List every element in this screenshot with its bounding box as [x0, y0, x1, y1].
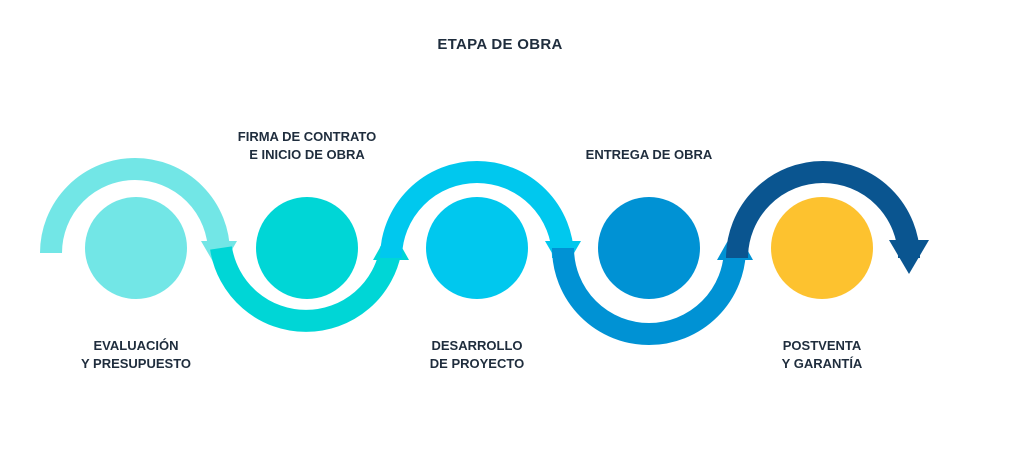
stage-circle-2	[256, 197, 358, 299]
stage-label-5: POSTVENTA Y GARANTÍA	[722, 337, 922, 373]
stage-circle-1	[85, 197, 187, 299]
wave-arrow-4	[552, 247, 746, 345]
stage-label-3: DESARROLLO DE PROYECTO	[377, 337, 577, 373]
stage-label-3-line2: DE PROYECTO	[429, 356, 525, 371]
stage-circle-3	[426, 197, 528, 299]
stage-label-3-line1: DESARROLLO	[431, 338, 523, 353]
stage-circle-4	[598, 197, 700, 299]
stage-label-1-line2: Y PRESUPUESTO	[80, 356, 192, 371]
wave-arrow-2	[210, 246, 402, 332]
wave-arrow-1	[40, 158, 230, 254]
stage-label-1-line1: EVALUACIÓN	[93, 338, 179, 353]
wave-arrow-5	[726, 161, 920, 259]
wave-arrow-3	[380, 161, 574, 259]
stage-label-5-line2: Y GARANTÍA	[781, 356, 863, 371]
stage-label-2-line1: FIRMA DE CONTRATO	[237, 129, 377, 144]
stage-label-4: ENTREGA DE OBRA	[549, 146, 749, 164]
diagram-title: ETAPA DE OBRA	[437, 36, 563, 53]
stage-label-1: EVALUACIÓN Y PRESUPUESTO	[36, 337, 236, 373]
stage-label-5-line1: POSTVENTA	[782, 338, 862, 353]
stage-circle-5	[771, 197, 873, 299]
stage-label-4-line1: ENTREGA DE OBRA	[585, 147, 713, 162]
stage-label-2-line2: E INICIO DE OBRA	[249, 147, 365, 162]
stage-label-2: FIRMA DE CONTRATO E INICIO DE OBRA	[207, 128, 407, 164]
wave-arrowhead-5	[889, 240, 929, 274]
